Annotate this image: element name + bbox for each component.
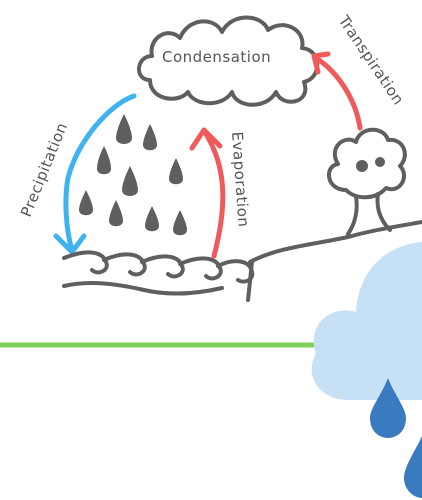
raindrop-icon bbox=[169, 158, 183, 184]
raindrop-icon bbox=[79, 190, 93, 215]
raindrop-icon bbox=[145, 206, 159, 231]
tree-icon bbox=[329, 130, 405, 234]
evaporation-arrow-icon bbox=[192, 130, 223, 256]
condensation-label: Condensation bbox=[162, 48, 271, 66]
precipitation-label: Precipitation bbox=[17, 120, 71, 220]
raindrops bbox=[79, 114, 187, 235]
evaporation-label: Evaporation bbox=[228, 131, 253, 228]
raindrop-icon bbox=[143, 124, 157, 150]
wave-icon bbox=[64, 252, 252, 300]
raindrop-icon bbox=[97, 146, 111, 174]
raindrop-icon bbox=[116, 114, 132, 144]
transpiration-label: Transpiration bbox=[334, 11, 408, 108]
raindrop-icon bbox=[404, 436, 422, 498]
transpiration-arrow-icon bbox=[314, 54, 360, 128]
raindrop-icon bbox=[173, 210, 187, 235]
raindrop-icon bbox=[109, 200, 123, 226]
cloud-icon bbox=[312, 242, 422, 400]
raindrop-icon bbox=[122, 166, 138, 196]
